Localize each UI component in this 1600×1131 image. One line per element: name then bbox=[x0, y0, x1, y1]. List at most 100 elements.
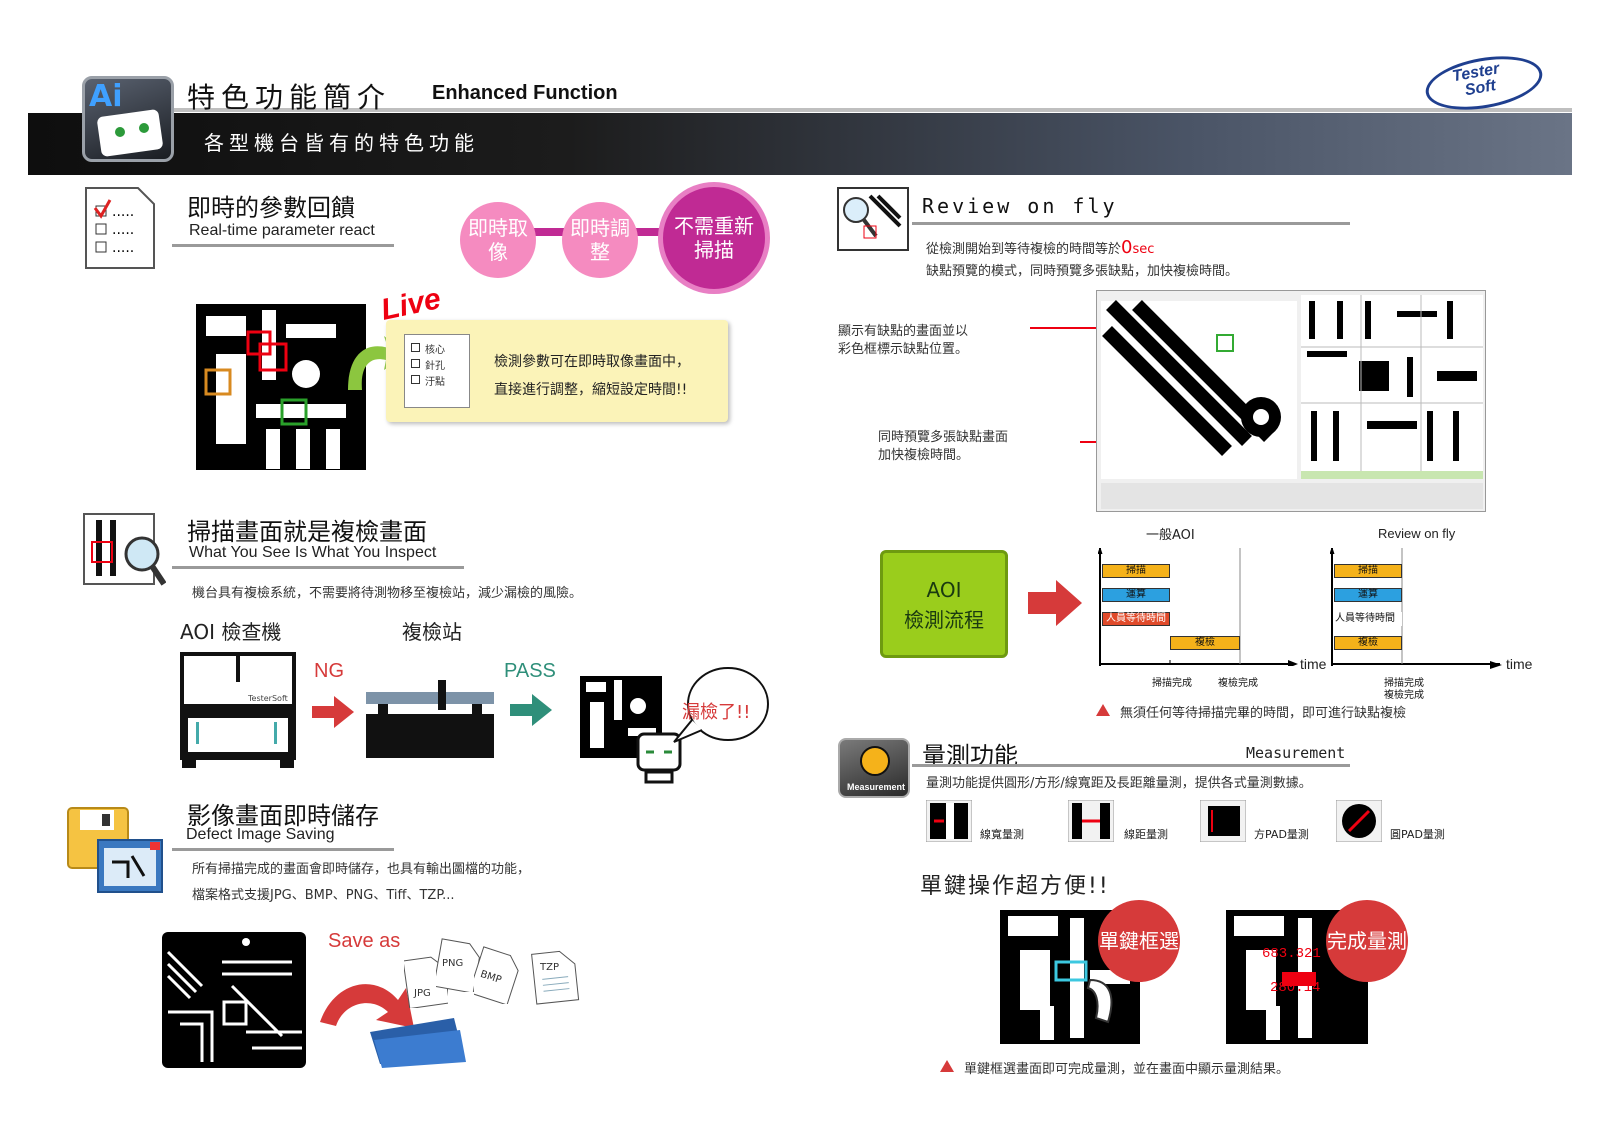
measured-value-1: 683.321 bbox=[1262, 946, 1321, 962]
chart2-bar-scan: 掃描 bbox=[1334, 564, 1402, 578]
flow-arrow-icon bbox=[1028, 580, 1082, 626]
callout2-line1: 同時預覽多張缺點畫面 bbox=[878, 430, 1009, 445]
label-review-station: 複檢站 bbox=[402, 620, 462, 644]
measure-before-image bbox=[1000, 910, 1140, 1044]
review-fly-icon bbox=[837, 187, 909, 251]
bmp-file-icon bbox=[474, 946, 519, 1004]
chart2-tick-scan-done: 掃描完成 bbox=[1384, 678, 1424, 689]
callout1-line1: 顯示有缺點的畫面並以 bbox=[838, 324, 969, 339]
review-desc-line1: 從檢測開始到等待複檢的時間等於0sec bbox=[926, 237, 1154, 258]
chart2-tick-review-done: 複檢完成 bbox=[1384, 690, 1424, 701]
measurement-icon: Measurement bbox=[838, 738, 910, 798]
page-subtitle: 各型機台皆有的特色功能 bbox=[204, 131, 479, 155]
square-pad-tool-icon bbox=[1200, 800, 1246, 842]
jpg-file-label: JPG bbox=[414, 988, 431, 999]
checklist-icon: ..... ..... ..... bbox=[85, 187, 155, 269]
header-rule bbox=[100, 108, 1572, 112]
chart1-tick-review-done: 複檢完成 bbox=[1218, 678, 1258, 689]
logo-text: Ai bbox=[89, 79, 123, 114]
round-pad-tool-icon bbox=[1336, 800, 1382, 842]
aoi-flow-box bbox=[880, 550, 1008, 658]
measure-underline bbox=[912, 764, 1350, 767]
wysiwyi-underline bbox=[172, 566, 464, 569]
review-zero-value: 0 bbox=[1121, 237, 1133, 258]
machine-brand-label: TesterSoft bbox=[248, 694, 288, 703]
pcb-live-image bbox=[196, 304, 366, 470]
callout2-line2: 加快複檢時間。 bbox=[878, 448, 970, 463]
line-spacing-tool-icon bbox=[1068, 800, 1114, 842]
pass-arrow-icon bbox=[510, 694, 552, 726]
tool-line-spacing: 線距量測 bbox=[1124, 828, 1168, 841]
svg-text:.....: ..... bbox=[112, 204, 134, 220]
magnifier-pcb-icon bbox=[83, 513, 166, 586]
chart-review-on-fly: 掃描 運算 人員等待時間 複檢 bbox=[1329, 546, 1502, 666]
bubble-realtime-capture: 即時取像 bbox=[460, 202, 536, 278]
page-title-en: Enhanced Function bbox=[432, 82, 618, 104]
speech-bubble-shape bbox=[673, 667, 769, 743]
chart1-tick-scan-done: 掃描完成 bbox=[1152, 678, 1192, 689]
brand-line-2: Soft bbox=[1463, 77, 1498, 100]
review-station-icon bbox=[366, 680, 494, 758]
realtime-subtitle: Real-time parameter react bbox=[189, 222, 375, 239]
callout1-line2: 彩色框標示缺點位置。 bbox=[838, 342, 969, 357]
tzp-file-label: TZP bbox=[540, 962, 559, 973]
wysiwyi-subtitle: What You See Is What You Inspect bbox=[189, 544, 437, 561]
one-click-select-badge: 單鍵框選 bbox=[1098, 900, 1180, 982]
header-band bbox=[28, 113, 1572, 175]
review-screenshot bbox=[1096, 290, 1486, 512]
bubble-no-rescan: 不需重新掃描 bbox=[658, 182, 770, 294]
chart2-bar-review: 複檢 bbox=[1334, 636, 1402, 650]
ng-label: NG bbox=[314, 660, 344, 682]
chart1-bar-review: 複檢 bbox=[1170, 636, 1240, 650]
live-note-line2: 直接進行調整，縮短設定時間!! bbox=[494, 382, 688, 398]
tool-line-width: 線寬量測 bbox=[980, 828, 1024, 841]
measure-complete-badge: 完成量測 bbox=[1326, 900, 1408, 982]
page-title: 特色功能簡介 bbox=[187, 81, 392, 114]
saving-desc-line2: 檔案格式支援JPG、BMP、PNG、Tiff、TZP... bbox=[192, 888, 455, 903]
pass-label: PASS bbox=[504, 660, 556, 682]
bubble-realtime-adjust: 即時調整 bbox=[562, 202, 638, 278]
save-as-label: Save as bbox=[328, 930, 401, 952]
measure-title-en: Measurement bbox=[1246, 744, 1346, 762]
svg-text:.....: ..... bbox=[112, 240, 134, 256]
png-file-label: PNG bbox=[442, 958, 464, 969]
review-title: Review on fly bbox=[922, 194, 1118, 218]
tool-square-pad: 方PAD量測 bbox=[1254, 828, 1309, 841]
chart-general-aoi: 掃描 運算 人員等待時間 複檢 bbox=[1097, 546, 1300, 668]
svg-text:.....: ..... bbox=[112, 222, 134, 238]
chart2-xlabel: time bbox=[1506, 656, 1533, 672]
chart2-bar-compute: 運算 bbox=[1334, 588, 1402, 602]
ai-logo-icon: Ai bbox=[82, 76, 174, 162]
ng-arrow-icon bbox=[312, 696, 354, 728]
wysiwyi-desc: 機台具有複檢系統，不需要將待測物移至複檢站，減少漏檢的風險。 bbox=[192, 586, 583, 601]
chart2-x-arrow bbox=[1490, 661, 1502, 669]
aoi-flow-line1: AOI bbox=[926, 578, 962, 602]
chart1-title: 一般AOI bbox=[1146, 528, 1195, 543]
check-item-core: 核心 bbox=[425, 345, 445, 356]
measured-value-2: 280.14 bbox=[1270, 980, 1321, 996]
red-triangle-icon bbox=[1096, 704, 1110, 716]
check-item-stain: 汙點 bbox=[425, 377, 445, 388]
save-files-illustration bbox=[320, 984, 466, 1068]
red-triangle-icon-2 bbox=[940, 1060, 954, 1072]
chart1-bar-wait: 人員等待時間 bbox=[1102, 612, 1170, 626]
tool-round-pad: 圓PAD量測 bbox=[1390, 828, 1445, 841]
aoi-machine-icon bbox=[180, 652, 296, 768]
measure-desc: 量測功能提供圓形/方形/線寬距及長距離量測，提供各式量測數據。 bbox=[926, 776, 1312, 791]
review-underline bbox=[912, 222, 1350, 225]
one-click-headline: 單鍵操作超方便!! bbox=[920, 874, 1110, 899]
measurement-icon-label: Measurement bbox=[846, 782, 906, 792]
saving-subtitle: Defect Image Saving bbox=[186, 826, 335, 843]
review-desc-prefix: 從檢測開始到等待複檢的時間等於 bbox=[926, 242, 1122, 257]
saving-underline bbox=[172, 848, 394, 851]
line-width-tool-icon bbox=[926, 800, 972, 842]
realtime-title: 即時的參數回饋 bbox=[187, 194, 355, 222]
saving-title: 影像畫面即時儲存 bbox=[187, 802, 379, 830]
review-zero-unit: sec bbox=[1132, 242, 1155, 257]
live-note-line1: 檢測參數可在即時取像畫面中， bbox=[494, 354, 690, 370]
wysiwyi-title: 掃描畫面就是複檢畫面 bbox=[187, 518, 427, 546]
label-aoi-machine: AOI 檢查機 bbox=[180, 620, 282, 644]
check-item-pinhole: 針孔 bbox=[425, 361, 445, 372]
chart1-bar-compute: 運算 bbox=[1102, 588, 1170, 602]
robot-face-icon bbox=[636, 732, 682, 784]
